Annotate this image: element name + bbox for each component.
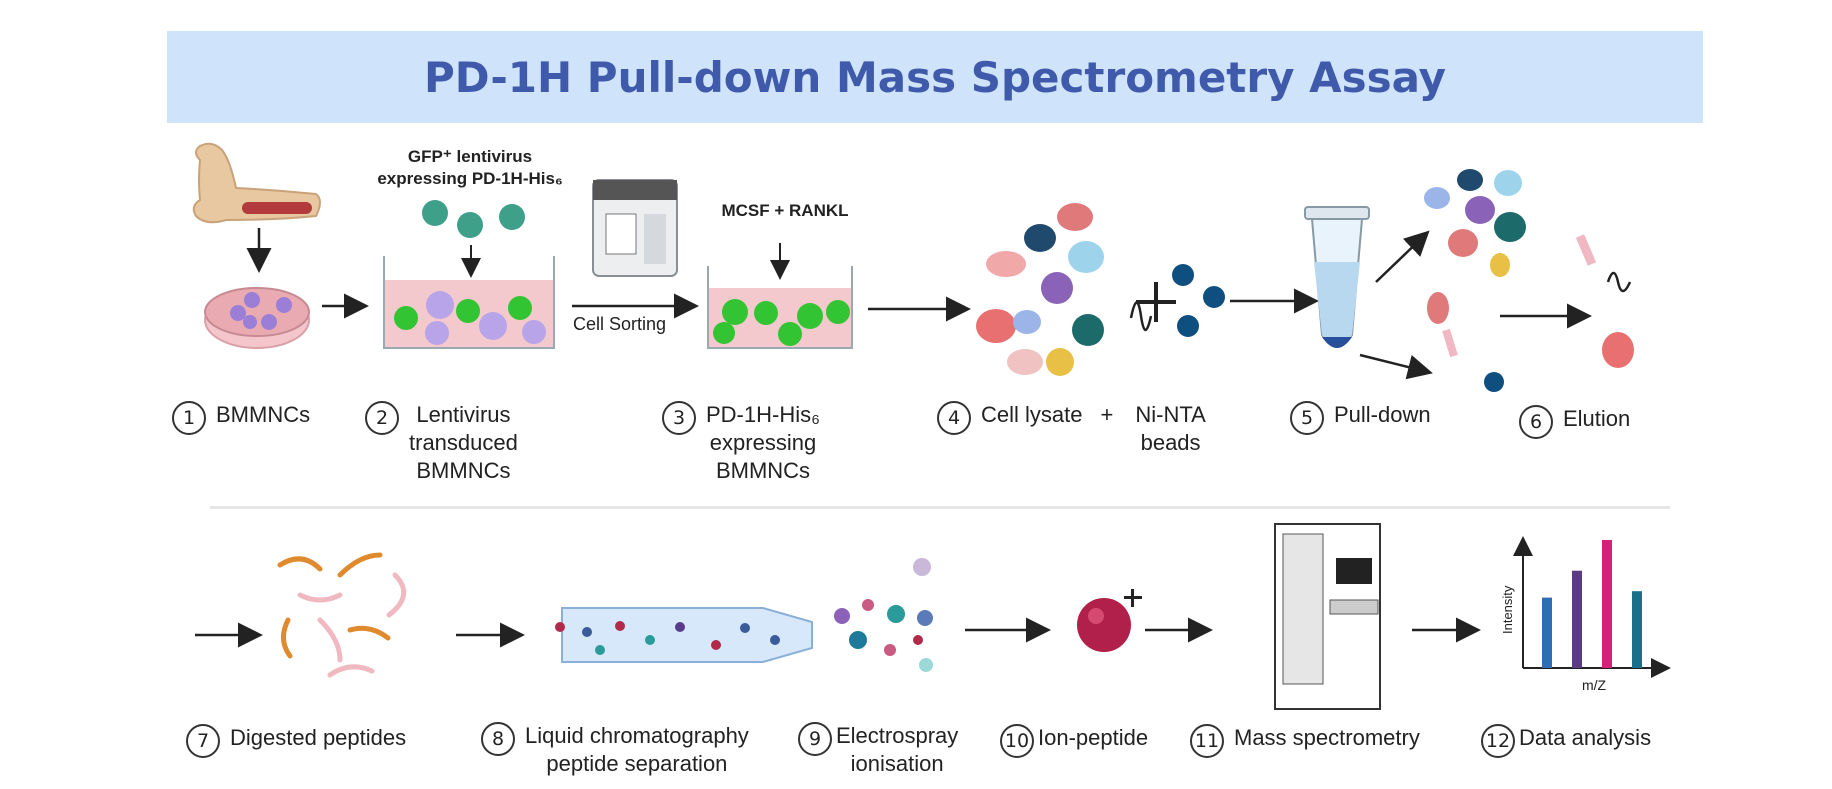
lentivirus-line2: expressing PD-1H-His₆ — [377, 169, 563, 188]
step-number: 12 — [1481, 724, 1515, 758]
step-2: 2 Lentivirus transduced BMMNCs — [365, 401, 518, 485]
page-title: PD-1H Pull-down Mass Spectrometry Assay — [423, 52, 1447, 102]
microtube-icon — [1304, 206, 1370, 348]
mini-chart-xlabel: m/Z — [1582, 677, 1607, 693]
cell-sorter-icon — [592, 179, 678, 277]
ion-peptide-icon — [1077, 589, 1142, 652]
step-number: 9 — [798, 722, 832, 756]
plus-sign-icon — [1136, 282, 1176, 322]
lentivirus-line1: GFP⁺ lentivirus — [407, 147, 533, 166]
step-8: 8 Liquid chromatography peptide separati… — [481, 722, 749, 778]
step-label: Ion-peptide — [1038, 725, 1149, 750]
step-number: 8 — [481, 722, 515, 756]
spray-droplets — [834, 558, 933, 672]
mini-chart-bar — [1602, 540, 1612, 668]
step-label: BMMNCs — [216, 402, 311, 427]
step-label: Liquid chromatography peptide separation — [525, 723, 749, 776]
step-label: Data analysis — [1519, 725, 1652, 750]
section-divider — [210, 506, 1670, 509]
step-label: Elution — [1563, 406, 1631, 431]
mcsf-note: MCSF + RANKL — [721, 201, 849, 220]
protein-blobs — [976, 203, 1104, 376]
bound-complex — [1427, 292, 1504, 392]
eluted-protein-icon — [1575, 234, 1634, 368]
step-label: Pull-down — [1334, 402, 1431, 427]
step-number: 1 — [172, 401, 206, 435]
mass-spectrometer-icon — [1274, 523, 1381, 710]
step-label: Mass spectrometry — [1234, 725, 1420, 750]
step-label: Digested peptides — [230, 725, 407, 750]
step-12: 12 Data analysis — [1481, 724, 1651, 758]
step-9: 9 Electrospray ionisation — [798, 722, 958, 778]
mini-chart: Intensity m/Z — [1500, 536, 1671, 693]
step-number: 4 — [937, 401, 971, 435]
mini-chart-bar — [1572, 570, 1582, 668]
step-1: 1 BMMNCs — [172, 401, 310, 435]
step-4: 4 Cell lysate + Ni-NTA beads — [937, 401, 1206, 457]
step-number: 11 — [1190, 724, 1224, 758]
mini-chart-ylabel: Intensity — [1500, 585, 1515, 634]
step-plus: + — [1100, 402, 1114, 427]
step-number: 2 — [365, 401, 399, 435]
step-number: 5 — [1290, 401, 1324, 435]
differentiation-well-icon — [707, 266, 853, 349]
step-5: 5 Pull-down — [1290, 401, 1431, 435]
step-number: 6 — [1519, 405, 1553, 439]
petri-dish-icon — [204, 287, 310, 349]
step-7: 7 Digested peptides — [186, 724, 406, 758]
step-number: 3 — [662, 401, 696, 435]
step-3: 3 PD-1H-His₆ expressing BMMNCs — [662, 401, 820, 485]
lc-column-icon — [555, 607, 813, 663]
step-label: PD-1H-His₆ expressing BMMNCs — [706, 402, 820, 483]
lentivirus-note: GFP⁺ lentivirus expressing PD-1H-His₆ — [360, 146, 580, 190]
mini-chart-bar — [1542, 597, 1552, 668]
ni-nta-beads — [1172, 264, 1225, 337]
title-banner — [167, 31, 1703, 123]
virus-icons — [422, 200, 525, 238]
culture-well-icon — [383, 256, 555, 349]
bone-icon — [192, 142, 321, 224]
step-number: 10 — [1000, 724, 1034, 758]
step-label: Electrospray ionisation — [836, 723, 959, 776]
step-6: 6 Elution — [1519, 405, 1630, 439]
peptide-fragments — [277, 552, 407, 678]
step-10: 10 Ion-peptide — [1000, 724, 1148, 758]
unbound-proteins — [1424, 169, 1526, 277]
step-11: 11 Mass spectrometry — [1190, 724, 1420, 758]
cell-sorting-label: Cell Sorting — [573, 314, 667, 334]
step-number: 7 — [186, 724, 220, 758]
step-label: Cell lysate — [981, 402, 1083, 427]
step-label: Lentivirus transduced BMMNCs — [409, 402, 518, 483]
step-label-2: Ni-NTA beads — [1135, 402, 1206, 455]
mini-chart-bar — [1632, 591, 1642, 668]
